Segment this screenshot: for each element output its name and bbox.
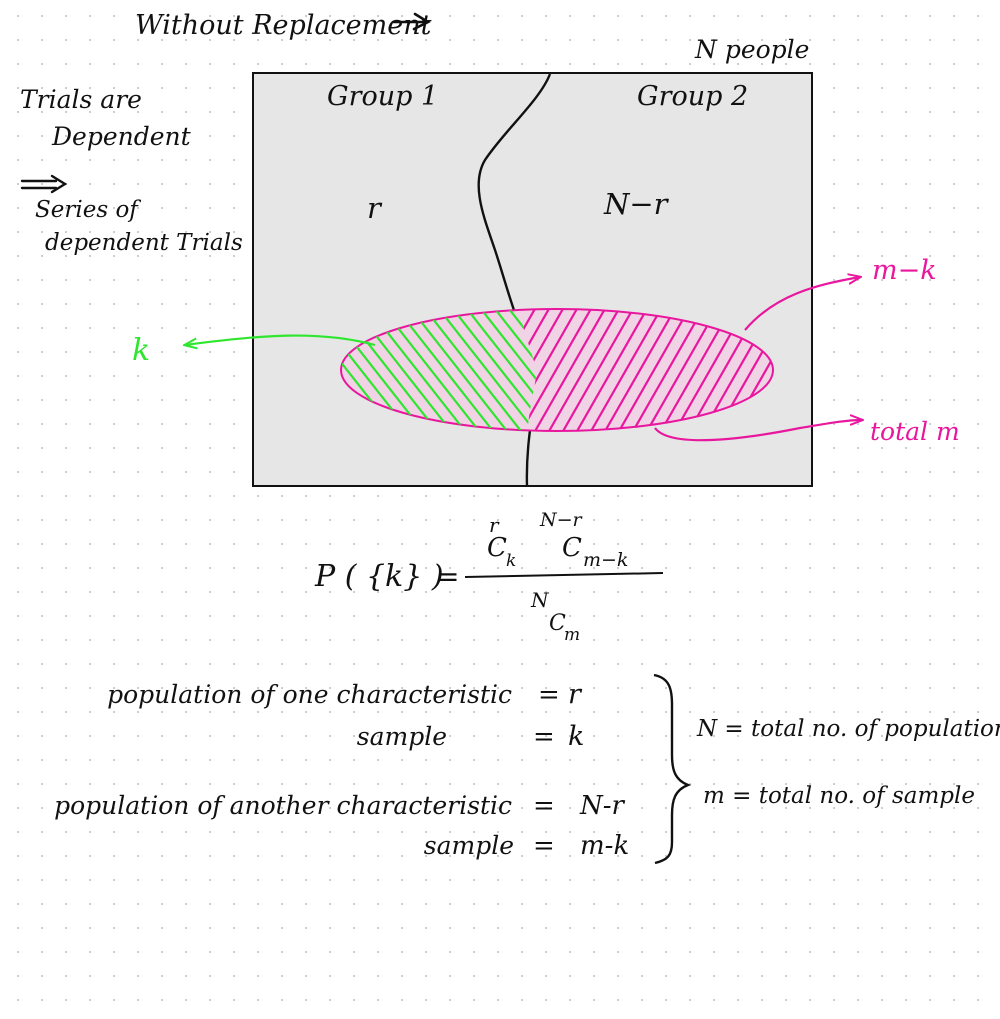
note-line-4: dependent Trials xyxy=(45,230,243,256)
note-line-3: Series of xyxy=(35,197,141,223)
hatch-line-pink xyxy=(556,309,640,431)
diagram-title: Without Replacement xyxy=(135,10,432,41)
den-sup: N xyxy=(530,588,550,612)
definitions-block: population of one characteristic = r sam… xyxy=(54,679,629,861)
group1-label: Group 1 xyxy=(327,81,438,112)
def-3-eq: = xyxy=(533,791,555,821)
def-1-eq: = xyxy=(538,680,560,710)
hatch-line-pink xyxy=(612,309,696,431)
hatch-line-pink xyxy=(518,309,542,431)
num-c2-sub: m−k xyxy=(583,549,628,571)
hatch-line-green xyxy=(444,309,537,431)
m-minus-k-callout-arrow xyxy=(744,277,860,331)
group2-label: Group 2 xyxy=(637,81,748,112)
group2-value: N−r xyxy=(603,187,670,221)
m-minus-k-label: m−k xyxy=(872,255,937,286)
note-line-2: Dependent xyxy=(51,122,192,151)
den-sub: m xyxy=(564,625,580,645)
def-1-value: r xyxy=(568,679,583,710)
def-3-value: N-r xyxy=(579,791,626,821)
total-m-label: total m xyxy=(870,417,960,446)
hatch-line-pink xyxy=(626,309,710,431)
hatch-line-pink xyxy=(518,309,598,431)
fraction-bar xyxy=(464,572,664,578)
hatch-line-pink xyxy=(542,309,626,431)
formula-lhs: P ( {k} ) xyxy=(314,559,444,594)
hatch-line-pink xyxy=(528,309,612,431)
hatch-line-green xyxy=(486,309,537,431)
hatch-line-green xyxy=(416,309,530,431)
hatch-line-pink xyxy=(598,309,682,431)
def-4-value: m-k xyxy=(580,831,629,861)
den: C xyxy=(549,611,566,636)
formula-equals: = xyxy=(436,560,459,593)
hatch-line-green xyxy=(458,309,537,431)
hatch-line-pink xyxy=(570,309,654,431)
def-2-value: k xyxy=(568,721,584,752)
num-c1-sup: r xyxy=(489,513,500,537)
total-m-callout-arrow xyxy=(654,420,862,442)
hatch-line-green xyxy=(500,309,537,431)
hatch-line-pink xyxy=(518,309,556,431)
hatch-line-green xyxy=(402,309,516,431)
curly-brace xyxy=(653,673,692,865)
num-c1: C xyxy=(487,533,507,563)
def-2-label: sample xyxy=(357,722,447,751)
title-arrow-icon xyxy=(391,12,431,31)
def-2-eq: = xyxy=(533,722,555,752)
num-c2-sup: N−r xyxy=(539,509,584,531)
group1-value: r xyxy=(367,191,383,225)
population-label: N people xyxy=(694,35,809,64)
hypergeometric-formula: P ( {k} ) = r C k N−r C m−k N C m xyxy=(314,509,664,645)
implies-arrow-icon xyxy=(20,174,68,194)
hatch-line-pink xyxy=(518,309,584,431)
num-c1-sub: k xyxy=(506,551,516,571)
k-label: k xyxy=(132,333,150,368)
def-4-eq: = xyxy=(533,831,555,861)
k-callout-arrow xyxy=(185,334,376,345)
hatch-line-pink xyxy=(584,309,668,431)
m-definition: m = total no. of sample xyxy=(703,783,975,809)
hatch-line-green xyxy=(430,309,537,431)
note-line-1: Trials are xyxy=(20,85,142,114)
num-c2: C xyxy=(562,533,582,563)
def-3-label: population of another characteristic xyxy=(54,791,512,820)
def-4-label: sample xyxy=(424,831,514,860)
hatch-line-green xyxy=(472,309,537,431)
N-definition: N = total no. of population xyxy=(696,716,1000,742)
def-1-label: population of one characteristic xyxy=(107,680,512,709)
